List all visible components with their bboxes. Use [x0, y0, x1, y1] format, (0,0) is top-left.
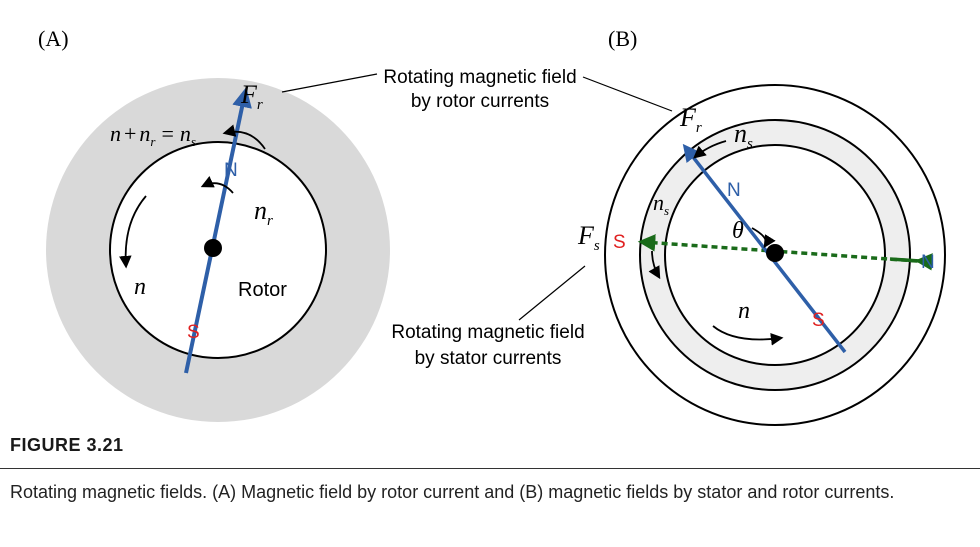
leader-line-stator [518, 265, 586, 321]
rotor-rotation-arrow-a [119, 195, 147, 269]
theta-label-b: θ [732, 218, 744, 244]
annotation-rotor-field: Rotating magnetic field by rotor current… [281, 67, 673, 112]
rotor-field-line1: Rotating magnetic field [383, 67, 576, 88]
n-label-b: n [738, 298, 750, 324]
fr-label-b: Fr [679, 103, 702, 136]
caption-divider [0, 468, 980, 469]
stator-pole-s-b: S [613, 232, 626, 253]
field-rotation-arrow-top-b [693, 140, 727, 159]
fr-label-a: Fr [240, 80, 263, 113]
rotor-pole-n-b: N [727, 180, 741, 201]
panel-b-label: (B) [608, 26, 637, 51]
stator-pole-n-b: N [921, 252, 935, 273]
annotation-stator-field: Rotating magnetic field by stator curren… [391, 265, 586, 369]
panel-a-label: (A) [38, 26, 69, 51]
rotor-axis-b [682, 143, 847, 354]
shaft-b [766, 244, 784, 262]
nr-label-a: nr [254, 196, 273, 229]
stator-field-line2: by stator currents [415, 348, 562, 369]
figure-canvas: (A) N S Fr n+nr=ns nr n Rotor Rotating m… [38, 26, 946, 426]
pole-n-a: N [224, 160, 238, 181]
leader-line-a [281, 73, 378, 93]
panel-b: (B) N S S N θ Fr ns ns Fs n [577, 26, 946, 426]
rotor-rotation-arrow-b [712, 325, 784, 346]
ns-left-label-b: ns [653, 190, 669, 218]
speed-equation-a: n+nr=ns [110, 121, 196, 149]
pole-s-a: S [187, 322, 200, 343]
stator-axis-head-right [889, 253, 933, 271]
stator-axis-b [637, 234, 918, 263]
figure-number: FIGURE 3.21 [10, 435, 124, 455]
fs-label-b: Fs [577, 221, 600, 254]
n-label-a: n [134, 274, 146, 300]
rotor-pole-s-b: S [812, 310, 825, 331]
rotor-label-a: Rotor [238, 279, 287, 301]
leader-line-b [582, 76, 673, 112]
rotor-field-line2: by rotor currents [411, 91, 549, 112]
figure-caption: Rotating magnetic fields. (A) Magnetic f… [10, 482, 895, 502]
rotor-axis-a [184, 87, 252, 374]
stator-field-line1: Rotating magnetic field [391, 322, 584, 343]
slip-rotation-arrow-a [200, 176, 234, 194]
theta-arc-b [751, 227, 776, 249]
shaft-a [204, 239, 222, 257]
field-rotation-arrow-left-b [648, 250, 661, 280]
panel-a: (A) N S Fr n+nr=ns nr n Rotor [38, 26, 390, 422]
ns-top-label-b: ns [734, 119, 753, 152]
field-rotation-arrow-a [222, 124, 266, 150]
